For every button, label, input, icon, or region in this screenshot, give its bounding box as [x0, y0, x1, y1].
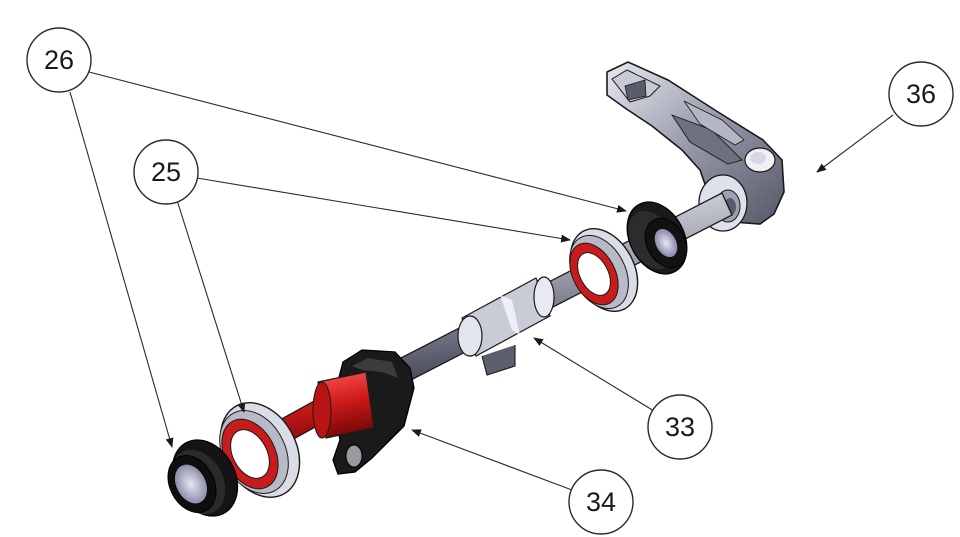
callout-34: 34	[568, 469, 634, 535]
callout-26: 26	[26, 27, 92, 93]
bearing-upper-25	[569, 227, 639, 313]
leader-34	[411, 429, 573, 491]
callout-33: 33	[647, 394, 713, 460]
leader-36	[816, 114, 894, 173]
leader-lines	[69, 71, 894, 491]
callout-36-label: 36	[906, 79, 936, 109]
leader-33	[533, 337, 655, 412]
end-cap-lower-26	[167, 439, 239, 517]
leader-26-lower	[69, 91, 174, 448]
callout-26-label: 26	[44, 45, 74, 75]
end-cap-upper-26	[626, 201, 688, 275]
callout-34-label: 34	[586, 487, 616, 517]
clamp-part-34	[312, 349, 415, 475]
callout-25-label: 25	[151, 157, 181, 187]
spacer-part-33	[457, 276, 555, 376]
callout-25: 25	[133, 139, 199, 205]
callout-33-label: 33	[665, 412, 695, 442]
bearing-lower-25	[219, 402, 301, 498]
quick-release-lever	[606, 61, 785, 232]
callout-36: 36	[888, 61, 954, 127]
leader-26-upper	[88, 71, 627, 213]
leader-25-upper	[196, 177, 571, 243]
leader-25-lower	[175, 196, 246, 413]
